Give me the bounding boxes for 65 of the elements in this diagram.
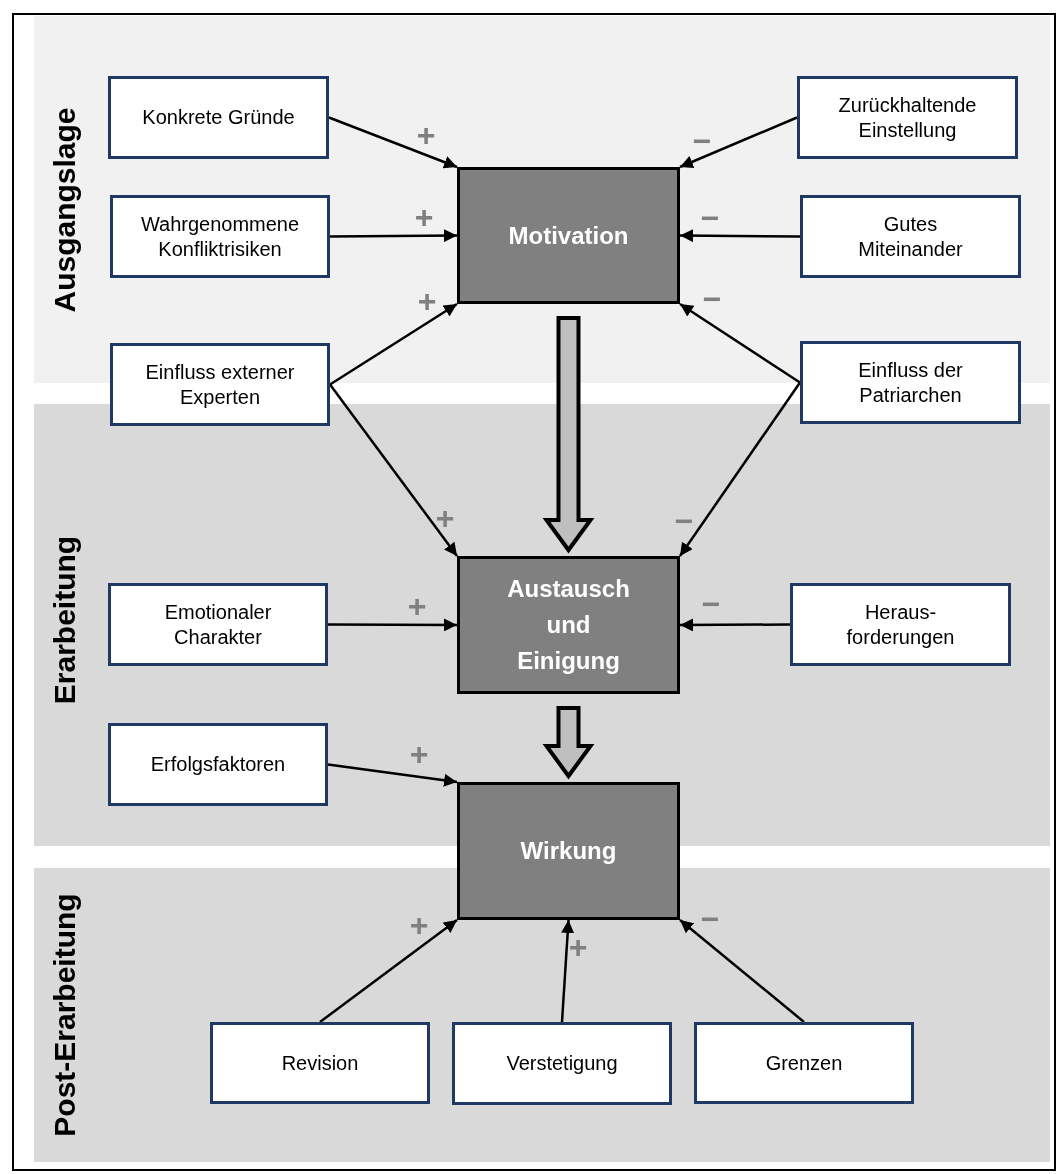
stage-box [457, 782, 680, 920]
factor-box [797, 76, 1018, 159]
stage-box [457, 167, 680, 304]
arrow [678, 381, 802, 557]
arrow [679, 116, 798, 169]
factor-box [210, 1022, 430, 1104]
factor-box [694, 1022, 914, 1104]
phase-label: Ausgangslage [48, 107, 82, 313]
edge-label: + [568, 931, 588, 963]
factor-box [800, 341, 1021, 424]
stage-box [457, 556, 680, 694]
arrow [680, 618, 790, 632]
edge-label: + [407, 590, 427, 622]
factor-label: Verstetigung [506, 1051, 618, 1076]
stage-label: Motivation [508, 220, 629, 251]
edge-label: + [435, 502, 455, 534]
factor-label: Konkrete Gründe [142, 105, 295, 130]
arrow [330, 229, 457, 243]
arrow [329, 302, 458, 386]
factor-label: Einfluss der Patriarchen [857, 357, 964, 408]
phase-band [34, 868, 1050, 1162]
arrow [328, 618, 457, 632]
phase-band [34, 16, 1050, 383]
arrow [327, 763, 458, 787]
arrow [560, 919, 575, 1023]
block-arrow [542, 706, 595, 780]
arrow [680, 229, 800, 243]
factor-label: Wahrgenommene Konfliktrisiken [139, 211, 301, 262]
edge-label: − [700, 903, 720, 935]
factor-box [108, 723, 328, 806]
factor-label: Heraus- forderungen [845, 599, 956, 650]
edge-label: + [417, 285, 437, 317]
arrow [679, 302, 801, 384]
edge-label: − [701, 588, 721, 620]
edge-label: − [700, 202, 720, 234]
factor-label: Erfolgsfaktoren [150, 752, 286, 777]
factor-label: Revision [281, 1050, 359, 1076]
edge-label: − [702, 283, 722, 315]
phase-label: Post-Erarbeitung [48, 893, 82, 1137]
arrow [679, 919, 805, 1023]
factor-label: Einfluss externer Experten [144, 359, 296, 410]
stage-label: Austausch und Einigung [506, 574, 631, 676]
factor-label: Emotionaler Charakter [163, 599, 273, 650]
edge-label: + [409, 738, 429, 770]
factor-box [452, 1022, 672, 1105]
factor-box [108, 76, 329, 159]
factor-box [800, 195, 1021, 278]
factor-label: Grenzen [765, 1050, 843, 1076]
edge-label: − [674, 505, 694, 537]
factor-label: Gutes Miteinander [857, 211, 964, 262]
factor-box [110, 343, 330, 426]
arrow [329, 383, 458, 557]
phase-label: Erarbeitung [48, 535, 82, 705]
arrow [328, 116, 458, 169]
factor-box [108, 583, 328, 666]
edge-label: + [416, 119, 436, 151]
edge-label: − [692, 125, 712, 157]
block-arrow [542, 316, 595, 554]
arrow [319, 919, 458, 1023]
edge-label: + [414, 201, 434, 233]
factor-box [790, 583, 1011, 666]
factor-box [110, 195, 330, 278]
edge-label: + [409, 909, 429, 941]
factor-label: Zurückhaltende Einstellung [837, 92, 978, 143]
stage-label: Wirkung [520, 836, 617, 866]
